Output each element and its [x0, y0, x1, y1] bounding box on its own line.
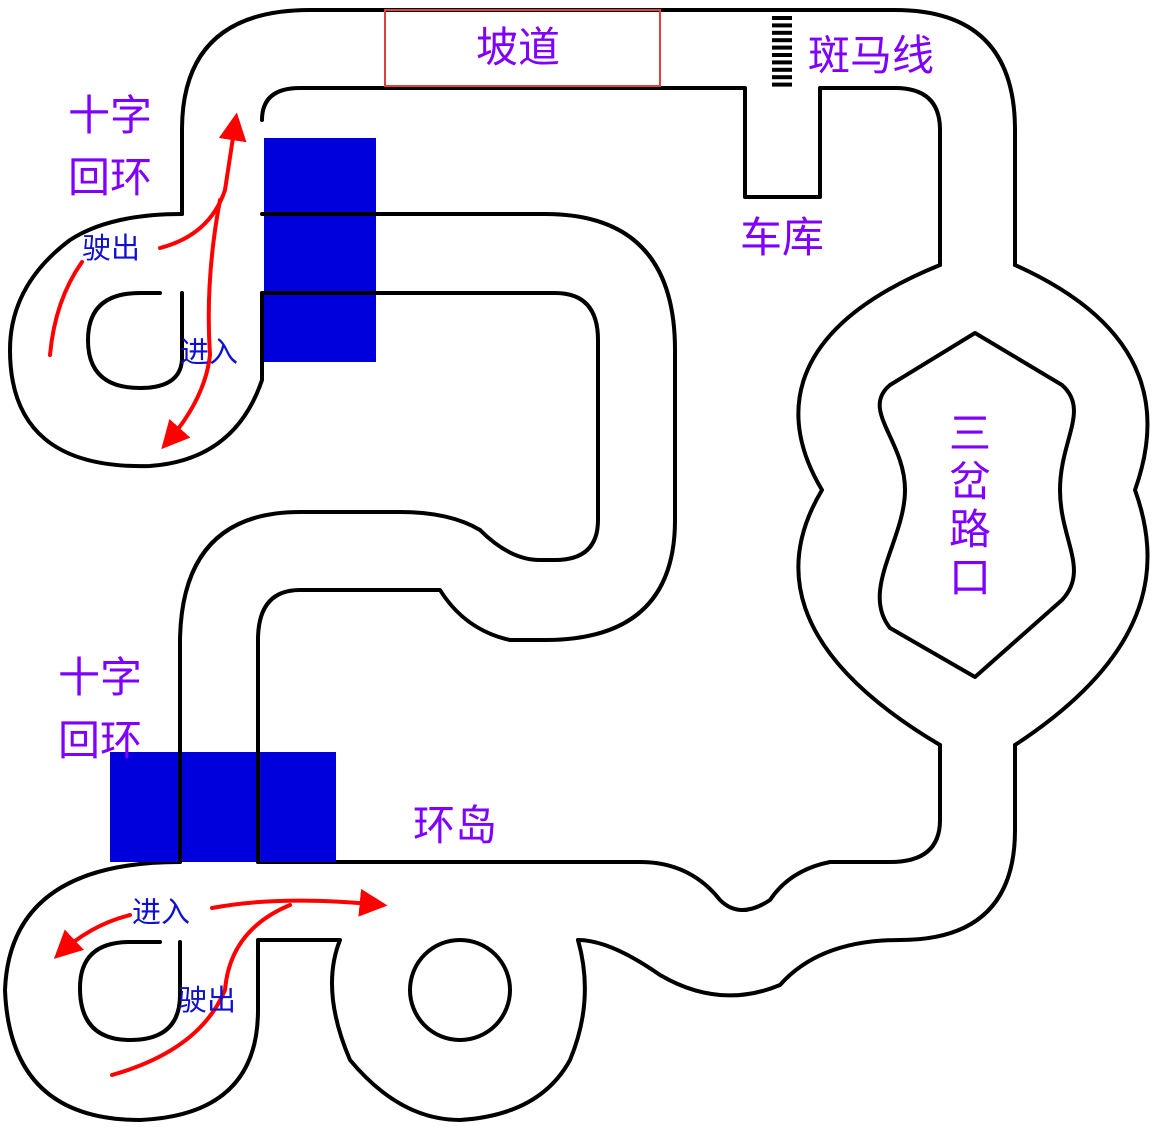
zebra-stripe [772, 16, 792, 20]
red-arrow-icon [48, 260, 84, 357]
arrow-label-bottom-exit: 驶出 [178, 983, 236, 1017]
red-arrow-icon [210, 888, 388, 917]
zebra-stripe [772, 23, 792, 28]
zebra-stripe [772, 38, 792, 43]
fork-label-char: 三 [949, 409, 991, 458]
cross-loop-top-inner [86, 291, 184, 390]
roundabout-label: 环岛 [413, 801, 497, 850]
roundabout-island [408, 938, 512, 1042]
zebra-stripe [772, 45, 792, 50]
track-outer-edge-right [576, 743, 1017, 998]
zebra-stripe [772, 30, 792, 35]
fork-label-char: 路 [949, 505, 991, 554]
track-outer-edge-fork [796, 263, 1150, 747]
zebra-stripe [772, 82, 792, 87]
track-inner-edge-fork-hole [877, 331, 1076, 679]
ramp-box [384, 9, 661, 87]
red-arrow-icon [158, 112, 247, 250]
cross-loop-bottom-inner [78, 940, 182, 1042]
zebra-stripe [772, 67, 792, 72]
arrow-label-top-enter: 进入 [180, 335, 238, 369]
zebra-stripes-icon [772, 16, 792, 87]
marker-block-top [264, 138, 376, 362]
cross-loop-top-outer [8, 212, 264, 469]
zebra-stripe [772, 75, 792, 80]
cross-loop-bottom-label-2: 回环 [58, 716, 142, 765]
fork-label-char: 岔 [949, 457, 991, 506]
red-arrow-icon [53, 913, 132, 959]
zebra-stripe [772, 53, 792, 57]
track-serpentine-outer [256, 212, 677, 864]
track-inner-edge-right [256, 743, 942, 912]
arrow-label-top-exit: 驶出 [82, 231, 140, 265]
cross-loop-top-label-1: 十字 [68, 91, 152, 140]
zebra-label: 斑马线 [808, 31, 934, 80]
track-inner-edge-top [260, 86, 942, 267]
garage-label: 车库 [740, 213, 824, 262]
red-arrow-icon [161, 198, 222, 450]
cross-loop-bottom-outer [3, 860, 587, 1122]
arrow-label-bottom-enter: 进入 [132, 895, 190, 929]
cross-loop-top-label-2: 回环 [68, 153, 152, 202]
track-serpentine-inner [178, 291, 600, 864]
red-arrow-icon [110, 903, 292, 1077]
ramp-label: 坡道 [476, 23, 560, 72]
cross-loop-bottom-label-1: 十字 [58, 653, 142, 702]
marker-block-bottom [110, 752, 336, 862]
fork-label-char: 口 [949, 553, 991, 602]
zebra-stripe [772, 60, 792, 65]
